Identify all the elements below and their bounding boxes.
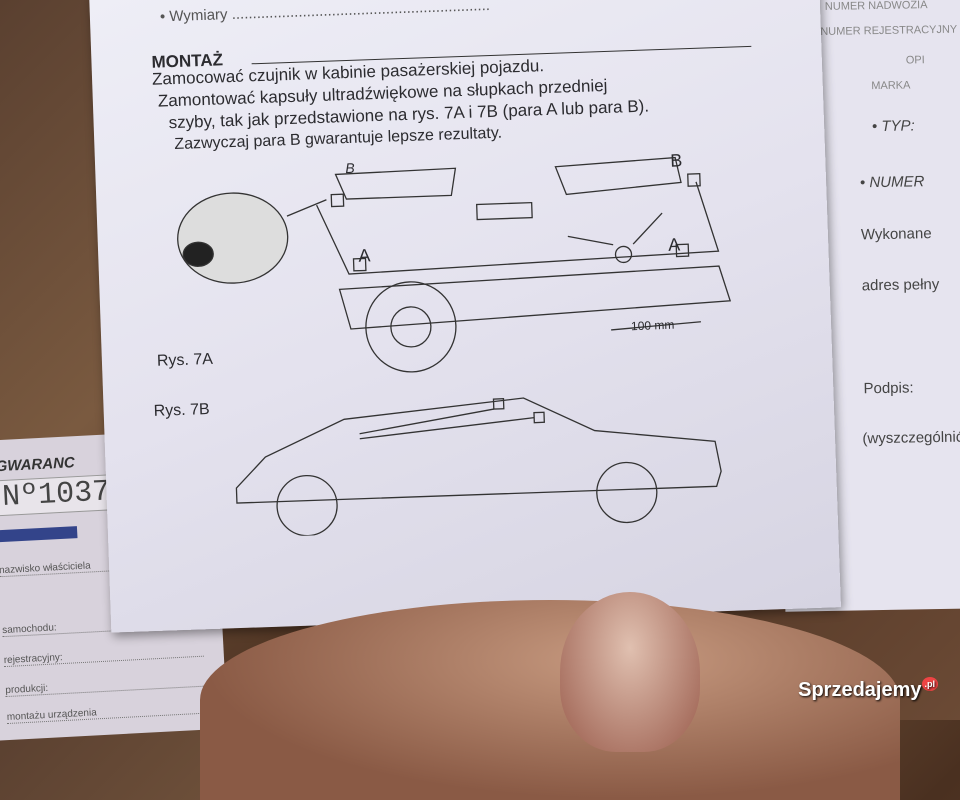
figure-7a-label: Rys. 7A [156,350,214,370]
instruction-sheet: • Wymiary ..............................… [89,0,841,633]
form-line: Podpis: [863,379,914,398]
form-line: NUMER NADWOZIA [824,0,928,13]
sensor-b-left [330,193,345,208]
watermark-logo: Sprzedajemy.pl [798,677,938,702]
label-a-left: A [358,245,371,266]
form-line: • TYP: [871,117,915,136]
wymiary-line: • Wymiary ..............................… [159,0,491,26]
watermark-text: Sprzedajemy [798,679,922,701]
form-line: OPI [905,54,925,67]
central-sensor [614,245,633,264]
sun-visor-left [334,167,457,200]
ultrasound-beams [359,408,535,440]
label-b-left: B [345,159,355,177]
form-line: (wyszczególnić [862,428,960,448]
warranty-number: Nº1037 [0,473,119,517]
card-line: montażu urządzenia [6,701,207,725]
blue-stripe [0,526,78,544]
sensor-a-right [675,243,690,258]
label-a-right: A [667,234,681,255]
windshield-frame [316,181,720,275]
watermark-suffix: .pl [921,677,938,691]
form-line: adres pełny [861,275,940,295]
card-line: rejestracyjny: [3,644,204,668]
mirror [476,201,533,221]
car-side-view [235,397,722,504]
dimension-label: 100 mm [630,317,675,334]
form-line: NUMER REJESTRACYJNY [820,23,958,38]
sensor-a-left [352,257,367,272]
card-line: produkcji: [5,674,206,698]
hand [200,600,900,800]
signal-arrows [567,212,663,246]
sun-visor-right [554,156,682,196]
sensor-capsule-detail [177,192,289,284]
dashboard [338,265,732,330]
steering-wheel [365,281,457,373]
figure-7b-label: Rys. 7B [153,400,210,420]
form-line: MARKA [871,79,911,93]
warranty-title: GWARANC [0,454,76,476]
sensor-b-right [687,173,701,187]
form-line: Wykonane [860,225,932,244]
form-line: • NUMER [859,173,925,192]
installation-diagram [177,156,732,537]
label-b-right: B [669,150,683,171]
thumb [560,592,700,752]
